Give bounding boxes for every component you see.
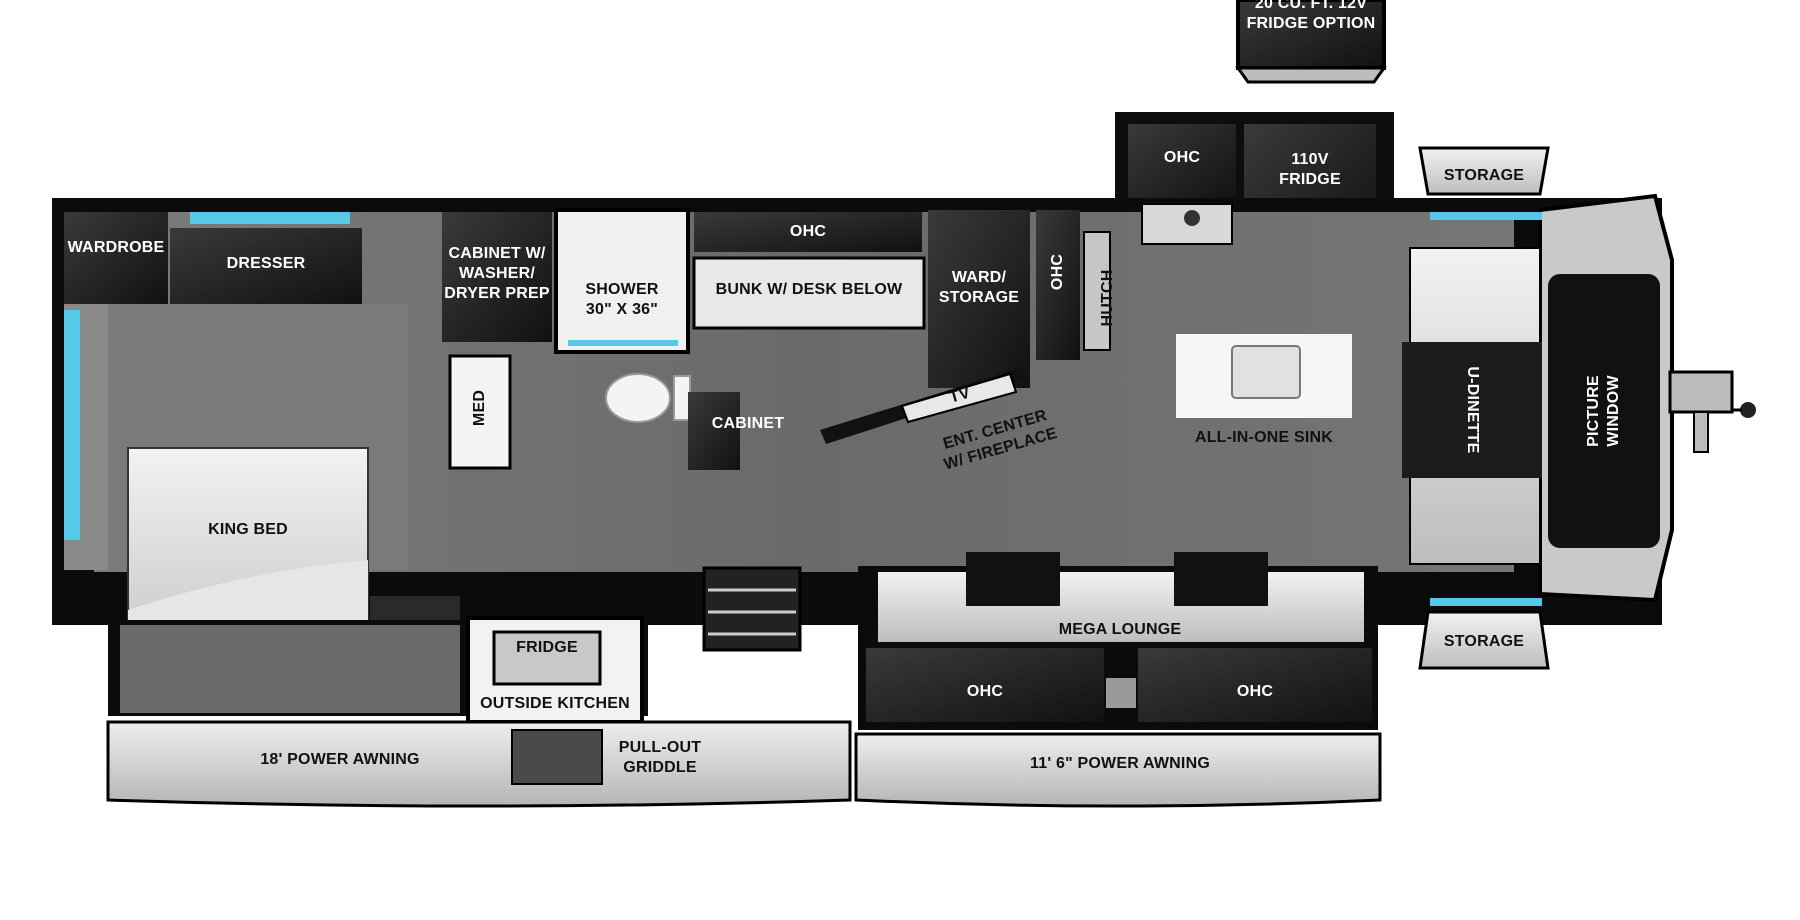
- dresser-cabinet: [170, 228, 362, 304]
- label-ohc-vertical: OHC: [1049, 253, 1066, 291]
- label-ohc-lounge-right: OHC: [1236, 683, 1274, 700]
- label-storage-bottom: STORAGE: [1443, 633, 1525, 650]
- label-mega-lounge: MEGA LOUNGE: [1058, 621, 1182, 638]
- label-awning-18: 18' POWER AWNING: [260, 751, 420, 768]
- label-outside-kitchen: OUTSIDE KITCHEN: [480, 695, 630, 712]
- entry-steps: [702, 566, 802, 652]
- label-hutch: HUTCH: [1099, 269, 1116, 327]
- label-all-in-one-sink: ALL-IN-ONE SINK: [1194, 429, 1334, 446]
- label-fridge-outside: FRIDGE: [516, 639, 578, 656]
- label-cabinet-washer: CABINET W/ WASHER/ DRYER PREP: [444, 245, 550, 302]
- med-cabinet: [448, 354, 512, 470]
- ohc-vertical-cabinet: [1036, 210, 1080, 360]
- outside-fridge: [492, 630, 602, 686]
- label-ward-storage: WARD/ STORAGE: [938, 269, 1020, 306]
- label-dresser: DRESSER: [226, 255, 306, 272]
- shower-stall: [554, 208, 690, 354]
- label-wardrobe: WARDROBE: [67, 239, 165, 256]
- label-cabinet: CABINET: [711, 415, 785, 432]
- front-cap: [1538, 193, 1756, 603]
- storage-bottom-bay: [1418, 610, 1550, 670]
- label-ohc-lounge-left: OHC: [966, 683, 1004, 700]
- ohc-bunk-cabinet: [694, 212, 922, 252]
- cabinet-angled: [688, 392, 740, 470]
- label-shower: SHOWER 30" x 36": [585, 281, 659, 318]
- awning-11-shape: [854, 732, 1382, 808]
- hutch-cabinet: [1083, 231, 1111, 351]
- label-med: MED: [471, 389, 488, 427]
- label-pullout-griddle: PULL-OUT GRIDDLE: [618, 739, 702, 776]
- storage-top-bay: [1418, 146, 1550, 196]
- u-dinette-area: [1402, 247, 1542, 565]
- ward-storage-cabinet: [928, 210, 1030, 388]
- tv-stand: [900, 372, 1018, 424]
- label-110v-fridge: 110V FRIDGE: [1279, 151, 1341, 188]
- awning-18-shape: [106, 720, 852, 808]
- label-bunk: BUNK W/ DESK BELOW: [715, 281, 903, 298]
- label-ohc-top: OHC: [1163, 149, 1201, 166]
- label-u-dinette: U-DINETTE: [1464, 366, 1481, 454]
- label-awning-11: 11' 6" POWER AWNING: [1030, 755, 1210, 772]
- label-storage-top: STORAGE: [1443, 167, 1525, 184]
- bunk: [692, 256, 926, 330]
- washer-cabinet: [442, 212, 552, 342]
- fridge-option-box: [1235, 0, 1387, 84]
- toilet: [605, 373, 671, 423]
- mega-lounge-slide: [858, 552, 1378, 730]
- label-ohc-bunk: OHC: [789, 223, 827, 240]
- all-in-one-sink-basin: [1231, 345, 1301, 399]
- griddle-unit: [511, 729, 603, 785]
- label-fridge-option: 20 CU. FT. 12V FRIDGE OPTION: [1246, 0, 1376, 32]
- label-picture-window: PICTURE WINDOW: [1585, 375, 1622, 447]
- wardrobe-cabinet: [64, 212, 168, 304]
- label-king-bed: KING BED: [208, 521, 288, 538]
